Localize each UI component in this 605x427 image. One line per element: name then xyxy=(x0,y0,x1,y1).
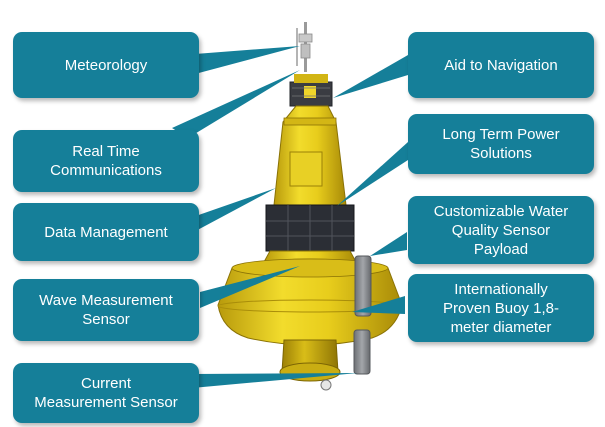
callout-wave-measurement: Wave Measurement Sensor xyxy=(13,279,199,341)
tower-hatch xyxy=(289,151,323,187)
callout-buoy-diameter: Internationally Proven Buoy 1,8- meter d… xyxy=(408,274,594,342)
leader-long-term-power xyxy=(337,142,408,206)
leader-water-quality xyxy=(370,232,407,256)
met-sensor-mid xyxy=(300,43,311,59)
lantern-light xyxy=(304,86,316,98)
mooring-eye xyxy=(320,379,332,391)
leader-aid-navigation xyxy=(333,55,408,98)
leader-lines xyxy=(172,46,408,388)
leader-wave xyxy=(200,266,300,308)
buoy-illustration xyxy=(217,22,403,391)
leader-real-time xyxy=(172,70,300,138)
callout-meteorology: Meteorology xyxy=(13,32,199,98)
callout-data-management: Data Management xyxy=(13,203,199,261)
callout-aid-to-navigation: Aid to Navigation xyxy=(408,32,594,98)
callout-water-quality: Customizable Water Quality Sensor Payloa… xyxy=(408,196,594,264)
met-sensor-top xyxy=(298,33,313,43)
hull-rim xyxy=(231,258,389,278)
current-sensor-tube xyxy=(353,329,371,375)
callout-long-term-power: Long Term Power Solutions xyxy=(408,114,594,174)
leader-data-management xyxy=(190,188,276,234)
leader-current xyxy=(192,373,358,388)
leader-buoy-diameter xyxy=(352,296,405,314)
solar-panels xyxy=(265,204,355,252)
tower-ring xyxy=(283,117,337,126)
lantern-top xyxy=(294,74,328,83)
leader-meteorology xyxy=(195,46,300,74)
callout-current-measurement: Current Measurement Sensor xyxy=(13,363,199,423)
water-quality-sensor-tube xyxy=(354,255,372,317)
callout-real-time-communications: Real Time Communications xyxy=(13,130,199,192)
